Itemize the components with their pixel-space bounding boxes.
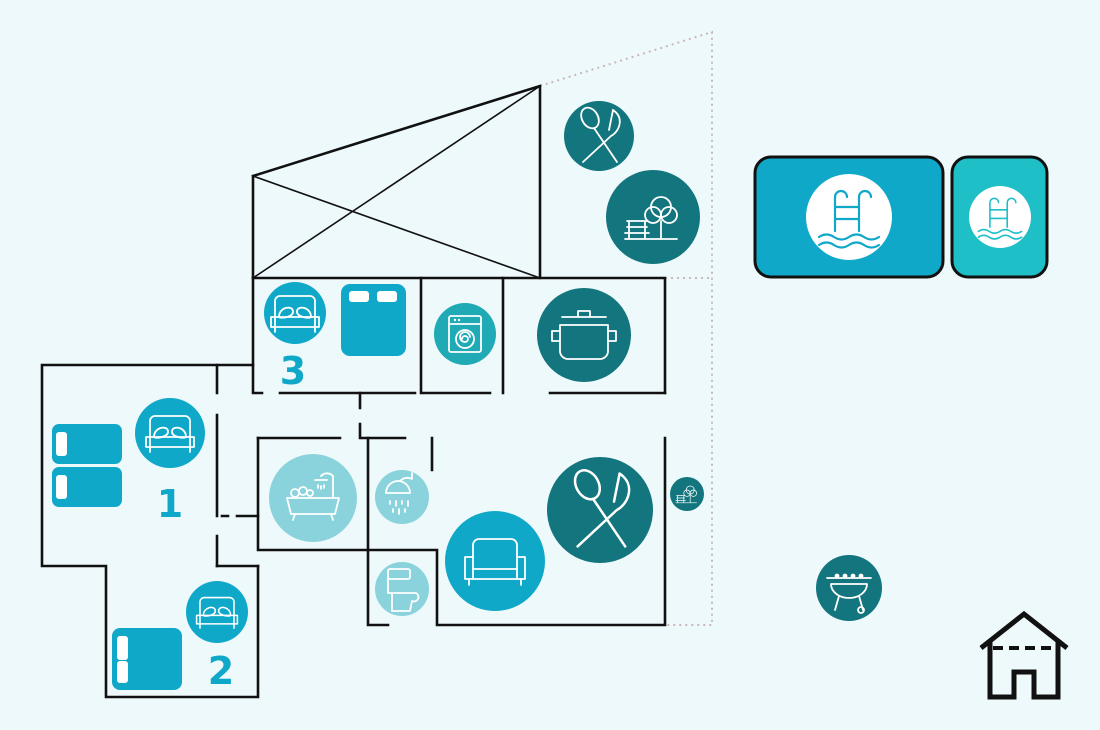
walls bbox=[40, 276, 667, 699]
cooking-pot-icon bbox=[537, 288, 631, 382]
shower-room[interactable] bbox=[375, 470, 429, 524]
bathroom-tub[interactable] bbox=[269, 454, 357, 542]
bedroom-3-label: 3 bbox=[280, 349, 306, 393]
bed-icon bbox=[264, 282, 326, 344]
kitchen[interactable] bbox=[537, 288, 631, 382]
terrace-outline bbox=[539, 30, 713, 626]
pool-large[interactable] bbox=[753, 155, 945, 279]
sofa-icon bbox=[445, 511, 545, 611]
bedroom-3[interactable]: 3 bbox=[264, 282, 406, 393]
toilet-room[interactable] bbox=[375, 562, 429, 616]
pool-icon bbox=[817, 189, 1023, 249]
shower-icon bbox=[375, 470, 429, 524]
toilet-icon bbox=[375, 562, 429, 616]
laundry[interactable] bbox=[434, 303, 496, 365]
bedroom-2-label: 2 bbox=[208, 649, 234, 693]
bed-icon bbox=[135, 398, 205, 468]
house-icon bbox=[979, 610, 1069, 700]
bedroom-1[interactable]: 1 bbox=[52, 398, 205, 526]
living-room[interactable] bbox=[445, 457, 653, 611]
open-void-area bbox=[251, 84, 542, 280]
bedroom-1-label: 1 bbox=[157, 482, 183, 526]
garden-icon bbox=[670, 477, 704, 511]
bed-icon bbox=[186, 581, 248, 643]
barbecue-icon bbox=[816, 555, 882, 621]
washing-machine-icon bbox=[434, 303, 496, 365]
bedroom-2[interactable]: 2 bbox=[112, 581, 248, 693]
terrace[interactable] bbox=[564, 101, 704, 511]
barbecue[interactable] bbox=[816, 555, 882, 621]
garden-icon bbox=[606, 170, 700, 264]
pool-small[interactable] bbox=[950, 155, 1049, 279]
